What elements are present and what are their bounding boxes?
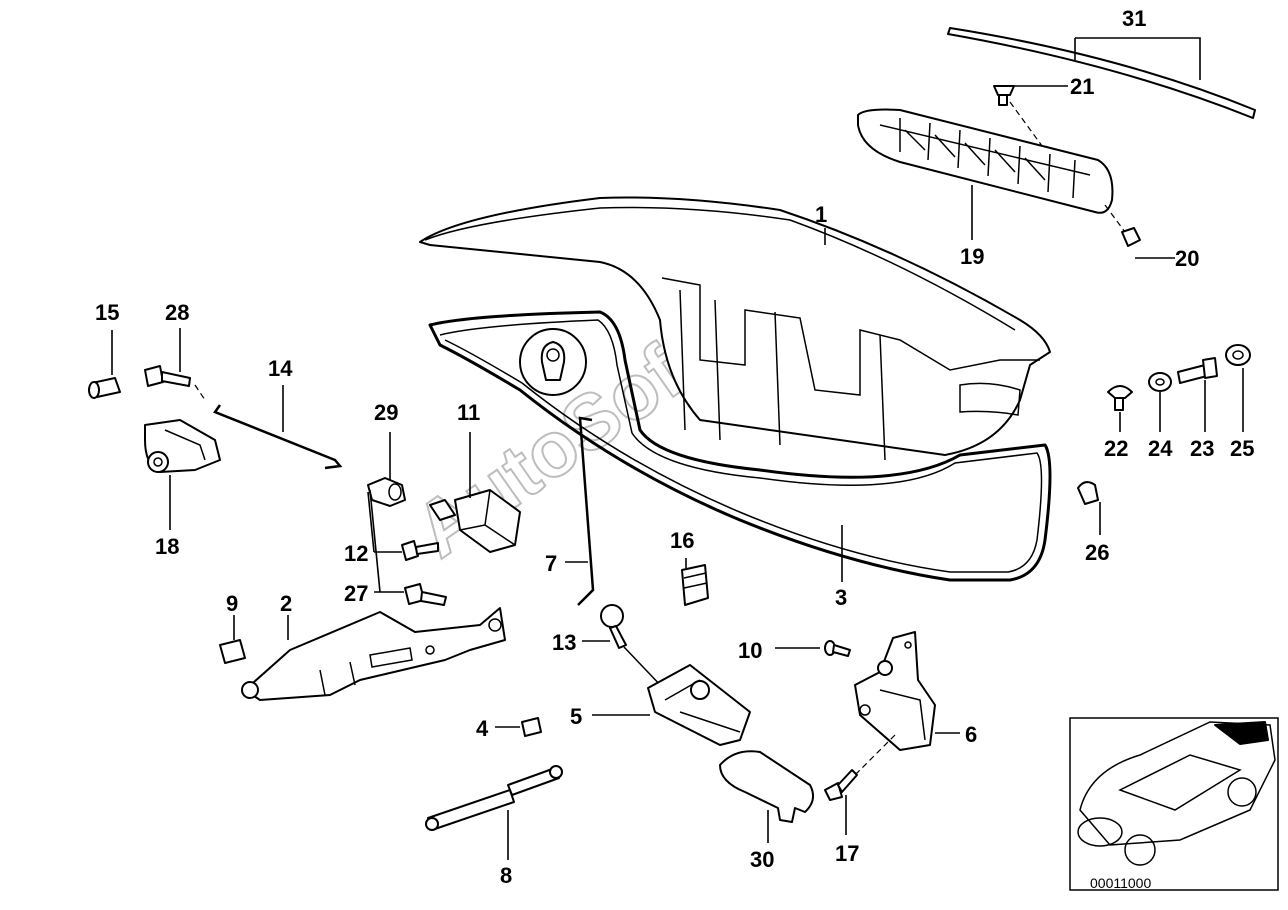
inset-car-view [1069,717,1279,891]
part-label: 20 [1175,246,1199,271]
cap-part-29 [367,477,406,507]
part-label: 22 [1104,436,1128,461]
part-label: 15 [95,300,119,325]
part-label: 19 [960,244,984,269]
part-label: 2 [280,591,292,616]
part-label: 29 [374,400,398,425]
leader-lines [111,37,1244,860]
grommet-part-15 [88,377,121,399]
part-label: 4 [476,716,489,741]
screw-part-12 [401,540,439,561]
part-label: 28 [165,300,189,325]
hinge-part-2 [241,607,506,701]
part-label: 26 [1085,540,1109,565]
part-label: 11 [457,400,480,425]
part-label: 10 [738,638,762,663]
screw-part-17 [824,769,858,801]
rod-part-7 [577,416,595,606]
bolt-part-23 [1177,357,1218,384]
part-label: 13 [552,630,576,655]
part-label: 9 [226,591,238,616]
screw-part-27 [404,583,447,606]
part-label: 17 [835,841,859,866]
catch-part-5 [647,664,751,746]
lock-cylinder [144,419,221,473]
part-label: 31 [1122,6,1146,31]
screw-part-10 [824,640,851,657]
part-label: 3 [835,585,847,610]
spoiler-strip [947,27,1256,119]
lock-part-6 [854,631,936,751]
part-label: 7 [545,551,557,576]
part-labels: 1 2 3 4 5 6 7 8 9 10 11 12 13 14 15 16 1… [95,6,1254,888]
part-label: 30 [750,847,774,872]
inset-code: 00011000 [1090,875,1151,891]
part-label: 6 [965,722,977,747]
part-label: 25 [1230,436,1254,461]
cap-part-25 [1225,344,1251,366]
third-brake-light [857,108,1114,214]
detail-circle [519,328,587,396]
nut-part-4 [521,717,542,737]
cover-part-30 [719,750,815,823]
part-label: 12 [344,541,368,566]
screw-part-20 [1121,227,1141,247]
part-label: 27 [344,581,368,606]
trunk-seal [428,310,1052,582]
part-label: 8 [500,863,512,888]
rod-part-14 [213,404,343,470]
part-label: 21 [1070,74,1094,99]
buffer-part-16 [681,564,709,606]
part-label: 14 [268,356,293,381]
gas-strut-part-8 [425,765,563,831]
clip-part-21 [993,85,1015,106]
part-label: 1 [815,202,827,227]
washer-part-24 [1148,372,1172,392]
part-label: 16 [670,528,694,553]
part-label: 23 [1190,436,1214,461]
part-label: 18 [155,534,179,559]
trunk-lid [419,196,1051,461]
plug-part-9 [219,639,246,664]
actuator-part-11 [429,489,521,553]
clip-part-26 [1077,481,1099,505]
part-label: 5 [570,704,582,729]
part-label: 24 [1148,436,1173,461]
nut-part-22 [1107,385,1133,411]
bolt-part-28 [144,365,191,387]
screw-part-13 [600,604,627,649]
